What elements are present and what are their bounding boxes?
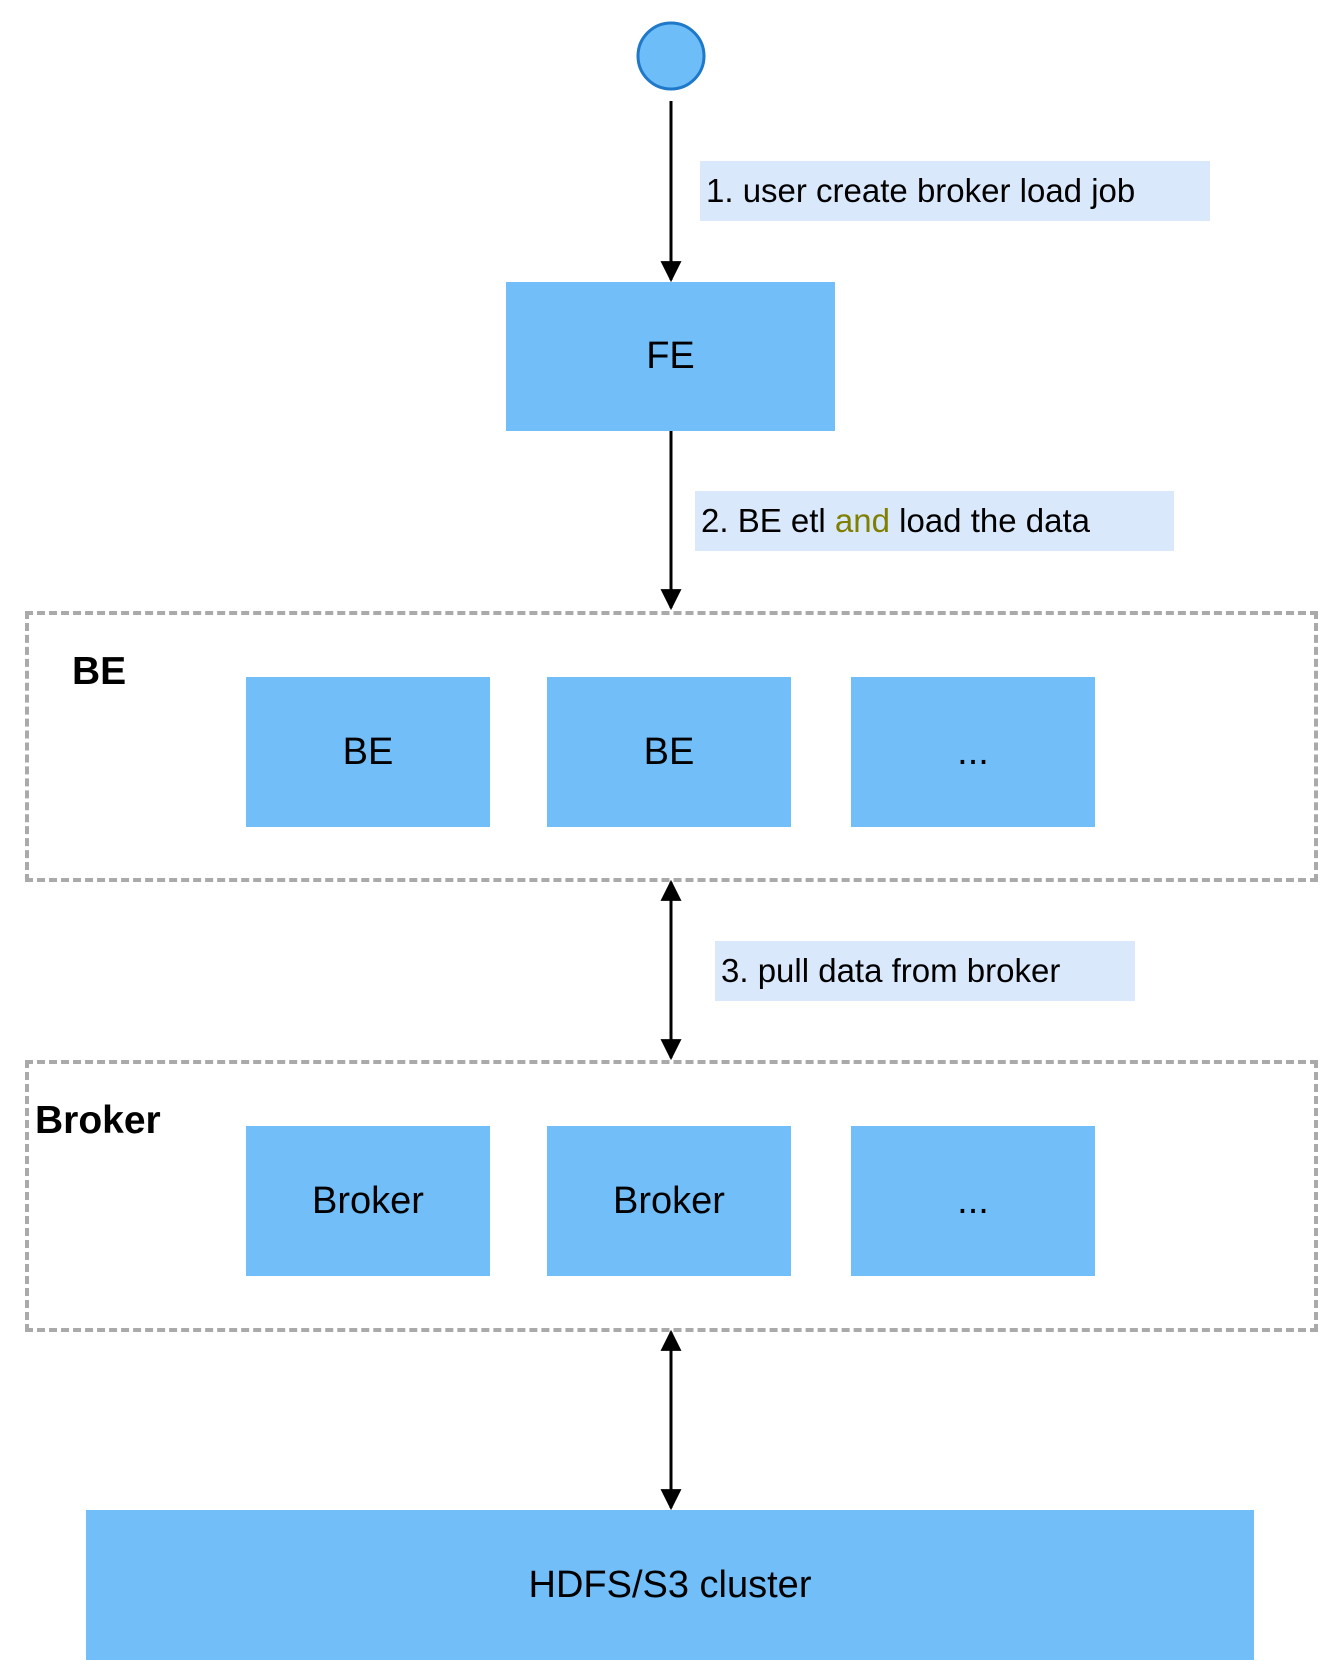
step3-text: 3. pull data from broker — [721, 952, 1061, 989]
step2-text-pre: 2. BE etl — [701, 502, 835, 539]
be-group-title: BE — [72, 650, 127, 693]
broker-node-more: ... — [851, 1126, 1095, 1276]
step2-text-post: load the data — [889, 502, 1090, 539]
be-node-2: BE — [547, 677, 791, 827]
be-node-1: BE — [246, 677, 490, 827]
storage-cluster-label: HDFS/S3 cluster — [528, 1563, 812, 1606]
step2-text-highlight: and — [834, 502, 890, 539]
step1-label: 1. user create broker load job — [700, 161, 1210, 221]
broker-node-1-label: Broker — [312, 1179, 424, 1222]
fe-node: FE — [506, 282, 835, 431]
broker-node-more-label: ... — [957, 1179, 989, 1222]
step1-text: 1. user create broker load job — [706, 172, 1136, 209]
storage-cluster-node: HDFS/S3 cluster — [86, 1510, 1254, 1660]
be-node-2-label: BE — [643, 730, 695, 773]
be-node-more: ... — [851, 677, 1095, 827]
broker-group-title: Broker — [35, 1099, 161, 1142]
be-node-more-label: ... — [957, 730, 989, 773]
fe-label: FE — [646, 335, 695, 377]
step3-label: 3. pull data from broker — [715, 941, 1135, 1001]
broker-group — [25, 1060, 1318, 1332]
be-node-1-label: BE — [342, 730, 394, 773]
be-group — [25, 611, 1318, 882]
start-circle-icon — [636, 21, 706, 91]
step2-label: 2. BE etl and load the data — [695, 491, 1174, 551]
broker-node-2: Broker — [547, 1126, 791, 1276]
broker-node-2-label: Broker — [613, 1179, 725, 1222]
broker-node-1: Broker — [246, 1126, 490, 1276]
